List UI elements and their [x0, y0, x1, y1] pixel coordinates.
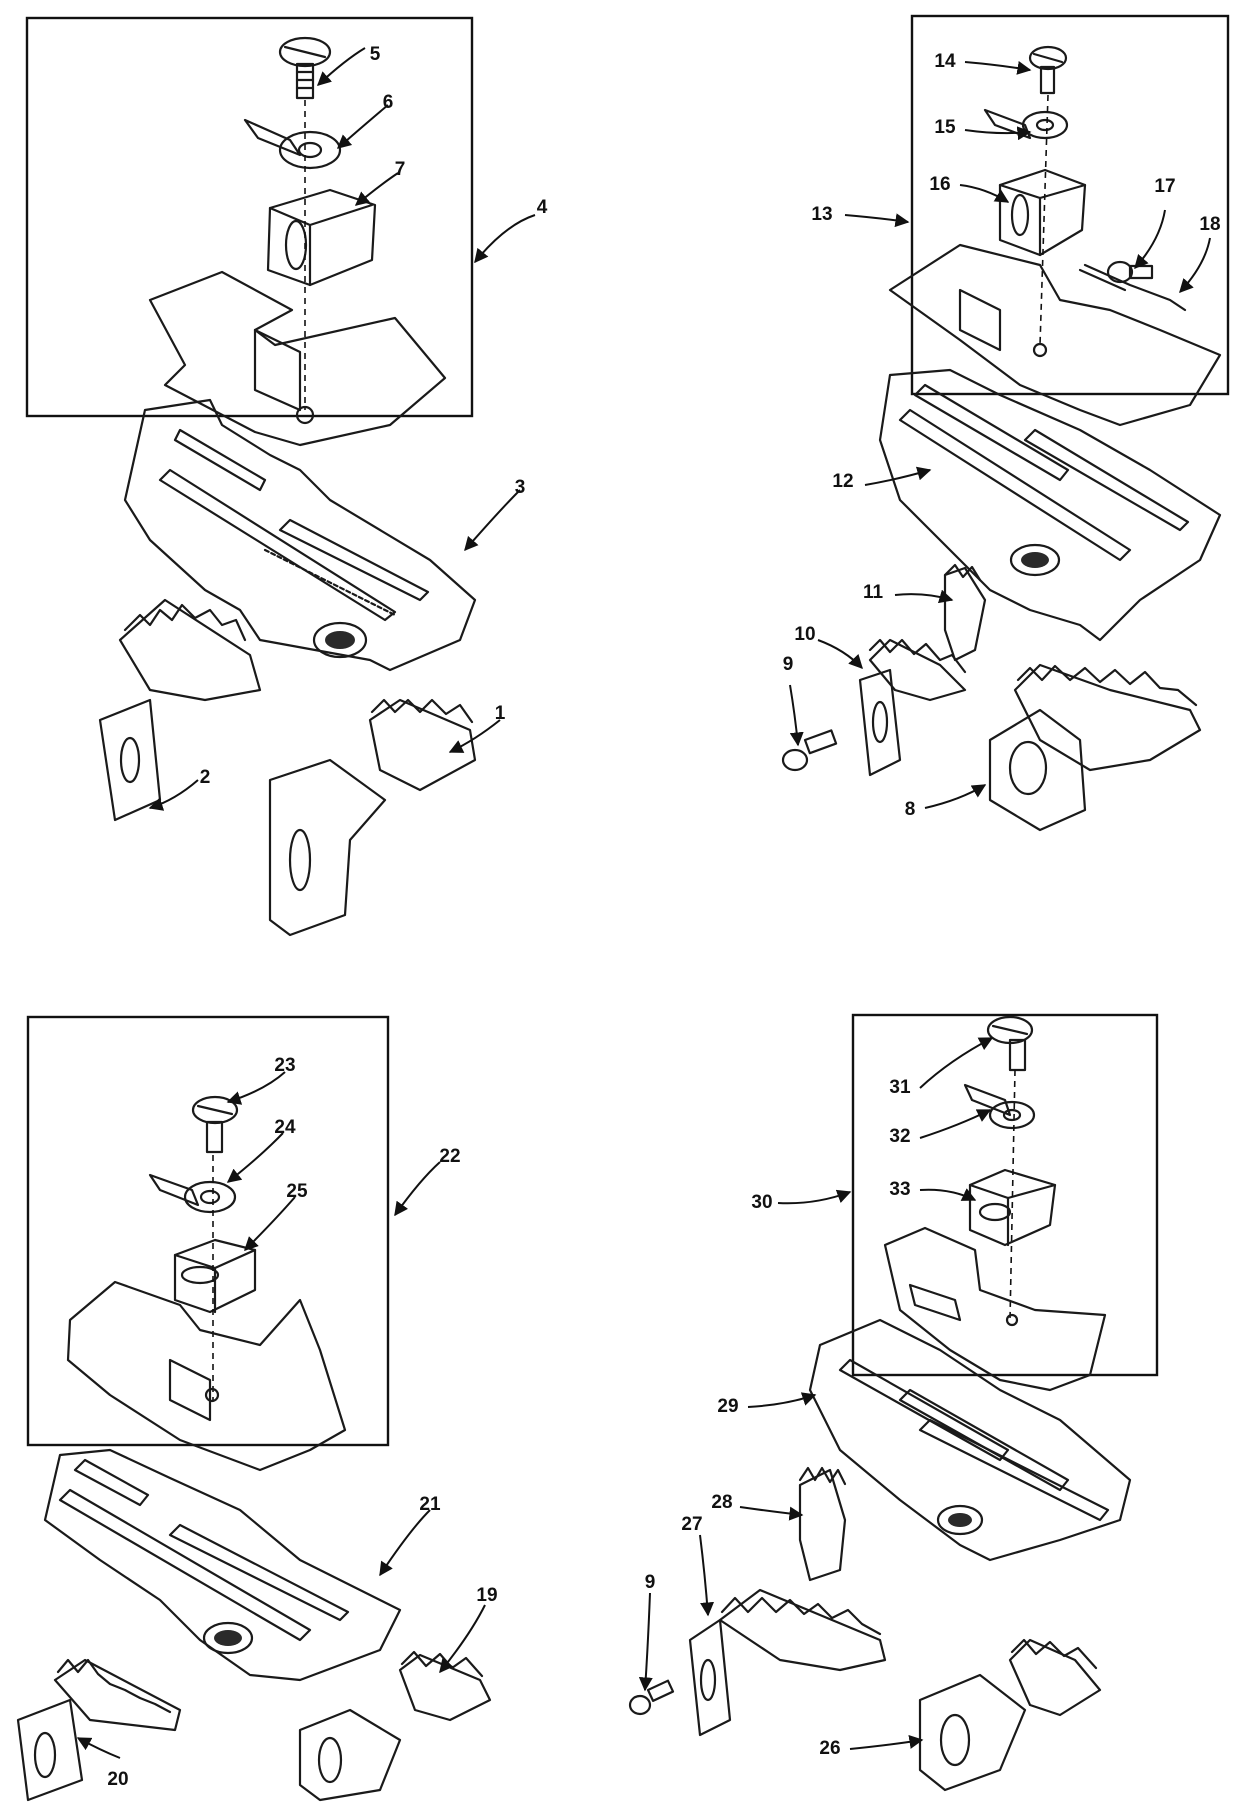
callout-28: 28: [711, 1492, 732, 1513]
callout-15: 15: [934, 117, 956, 138]
callout-labels: 5 6 7 4 3 2 1 14 15 16 13 17 18 12 11 10…: [107, 44, 1220, 1790]
callout-26: 26: [819, 1738, 840, 1759]
callout-2: 2: [200, 767, 211, 788]
callout-8: 8: [905, 799, 916, 820]
callout-14: 14: [934, 51, 956, 72]
callout-29: 29: [717, 1396, 738, 1417]
callout-3: 3: [515, 477, 526, 498]
presser-plate-22: [66, 1280, 347, 1472]
washer-part-32: [963, 1083, 1036, 1130]
screw-part-5: [278, 36, 332, 100]
group-bottom-left: [16, 1015, 492, 1802]
block-part-33: [968, 1168, 1057, 1247]
throat-plate-part-12: [878, 368, 1222, 642]
callout-6: 6: [383, 92, 394, 113]
group-top-left: [25, 16, 477, 937]
feed-dog-part-27: [688, 1588, 887, 1737]
block-part-25: [173, 1238, 257, 1314]
washer-part-6: [243, 118, 342, 170]
subassembly-box-30: [851, 1013, 1159, 1377]
group-top-right: [781, 14, 1230, 832]
callout-4: 4: [537, 197, 548, 218]
screw-part-9-bottom: [628, 1679, 675, 1716]
callout-31: 31: [889, 1077, 911, 1098]
callout-22: 22: [439, 1146, 460, 1167]
callout-20: 20: [107, 1769, 128, 1790]
callout-30: 30: [751, 1192, 772, 1213]
washer-part-24: [148, 1173, 237, 1214]
feed-dog-part-26: [918, 1638, 1102, 1792]
callout-5: 5: [370, 44, 381, 65]
callout-11: 11: [863, 582, 884, 603]
presser-plate-30: [883, 1226, 1107, 1392]
feed-dog-part-2: [98, 598, 262, 822]
callout-9-top: 9: [783, 654, 794, 675]
throat-plate-part-21: [43, 1448, 402, 1682]
callout-33: 33: [889, 1179, 910, 1200]
callout-16: 16: [929, 174, 950, 195]
callout-19: 19: [476, 1585, 497, 1606]
throat-plate-part-3: [123, 398, 477, 672]
presser-plate: [148, 270, 447, 447]
feed-dog-part-8: [988, 663, 1202, 832]
subassembly-box-22: [26, 1015, 390, 1447]
presser-plate-13: [888, 243, 1222, 427]
screw-part-14: [1028, 45, 1068, 95]
subassembly-box-13: [910, 14, 1230, 396]
callout-9-bottom: 9: [645, 1572, 656, 1593]
block-part-16: [998, 168, 1087, 257]
callout-24: 24: [274, 1117, 296, 1138]
block-part-7: [266, 188, 377, 287]
callout-13: 13: [811, 204, 832, 225]
callout-25: 25: [286, 1181, 308, 1202]
group-bottom-right: [628, 1013, 1159, 1792]
feed-dog-part-1: [268, 698, 477, 937]
callout-18: 18: [1199, 214, 1220, 235]
callout-10: 10: [794, 624, 815, 645]
callout-7: 7: [395, 159, 406, 180]
screw-part-23: [191, 1095, 239, 1154]
feed-dog-part-11: [943, 563, 987, 662]
callout-27: 27: [681, 1514, 702, 1535]
callout-12: 12: [832, 471, 853, 492]
callout-23: 23: [274, 1055, 295, 1076]
callout-1: 1: [495, 703, 506, 724]
screw-part-31: [986, 1015, 1034, 1072]
callout-17: 17: [1154, 176, 1175, 197]
screw-part-9-top: [781, 729, 838, 772]
feed-dog-part-28: [798, 1466, 847, 1582]
callout-32: 32: [889, 1126, 910, 1147]
feed-dog-part-19: [298, 1650, 492, 1802]
feed-dog-part-10: [858, 638, 967, 777]
callout-21: 21: [419, 1494, 441, 1515]
throat-plate-part-29: [808, 1318, 1132, 1562]
feed-dog-part-20: [16, 1658, 182, 1802]
leader-arrows: [76, 47, 1211, 1759]
subassembly-box-4: [25, 16, 474, 418]
